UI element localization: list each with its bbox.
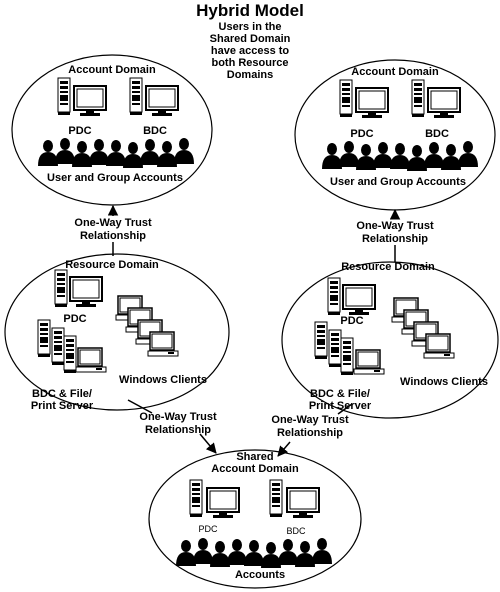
bdc-label: Print Server bbox=[309, 400, 372, 412]
bdc-label: Print Server bbox=[31, 400, 94, 412]
resource-domain-right: Resource Domain PDC BDC & File/ Print Se… bbox=[281, 261, 499, 419]
monitor-icon bbox=[145, 85, 179, 117]
users-icon bbox=[322, 141, 478, 171]
workstation-icon bbox=[147, 331, 179, 357]
server-icon bbox=[340, 337, 354, 376]
bdc-server-icon bbox=[411, 79, 425, 118]
bdc-server-icon bbox=[269, 479, 283, 518]
users-icon bbox=[38, 138, 194, 168]
server-icon bbox=[328, 329, 342, 368]
bdc-label: BDC bbox=[286, 526, 306, 536]
bdc-server-icon bbox=[129, 77, 143, 116]
monitor-icon bbox=[427, 87, 461, 119]
trust-label: Relationship bbox=[362, 233, 428, 245]
pdc-server-icon bbox=[327, 277, 341, 316]
pdc-label: PDC bbox=[198, 524, 218, 534]
account-domain-label: Account Domain bbox=[351, 66, 439, 78]
subtitle-line: Domains bbox=[227, 69, 273, 81]
resource-domain-label: Resource Domain bbox=[341, 261, 435, 273]
server-icon bbox=[37, 319, 51, 358]
pdc-server-icon bbox=[54, 269, 68, 308]
account-domain-label: Account Domain bbox=[68, 64, 156, 76]
shared-account-domain: Shared Account Domain PDC BDC Accounts bbox=[148, 449, 362, 589]
monitor-icon bbox=[69, 276, 103, 308]
resource-domain-label: Resource Domain bbox=[65, 259, 159, 271]
pdc-server-icon bbox=[189, 479, 203, 518]
shared-domain-label: Shared bbox=[236, 451, 273, 463]
pdc-label: PDC bbox=[68, 125, 91, 137]
trust-label: One-Way Trust bbox=[271, 414, 349, 426]
monitor-icon bbox=[206, 487, 240, 519]
trust-arrow-bottom-left: One-Way Trust Relationship bbox=[127, 399, 217, 454]
resource-domain-left: Resource Domain PDC BDC & File/ Print Se… bbox=[4, 253, 230, 412]
trust-label: One-Way Trust bbox=[356, 220, 434, 232]
workstation-icon bbox=[353, 349, 385, 375]
monitor-icon bbox=[355, 87, 389, 119]
trust-label: One-Way Trust bbox=[139, 411, 217, 423]
pdc-label: PDC bbox=[350, 128, 373, 140]
users-label: User and Group Accounts bbox=[47, 172, 183, 184]
pdc-server-icon bbox=[339, 79, 353, 118]
bdc-label: BDC & File/ bbox=[310, 388, 370, 400]
subtitle-line: Shared Domain bbox=[210, 33, 291, 45]
trust-label: Relationship bbox=[277, 427, 343, 439]
accounts-label: Accounts bbox=[235, 569, 285, 581]
server-icon bbox=[314, 321, 328, 360]
bdc-label: BDC & File/ bbox=[32, 388, 92, 400]
subtitle-line: have access to bbox=[211, 45, 290, 57]
bdc-label: BDC bbox=[425, 128, 449, 140]
pdc-label: PDC bbox=[63, 313, 86, 325]
pdc-server-icon bbox=[57, 77, 71, 116]
clients-label: Windows Clients bbox=[119, 374, 207, 386]
account-domain-right: Account Domain PDC BDC User and Group Ac… bbox=[294, 59, 496, 211]
users-label: User and Group Accounts bbox=[330, 176, 466, 188]
diagram-subtitle: Users in the Shared Domain have access t… bbox=[210, 21, 291, 81]
trust-label: Relationship bbox=[80, 230, 146, 242]
account-domain-left: Account Domain PDC BDC User and Group Ac… bbox=[11, 54, 213, 206]
workstation-icon bbox=[75, 347, 107, 373]
bdc-label: BDC bbox=[143, 125, 167, 137]
trust-arrow-bottom-right: One-Way Trust Relationship bbox=[271, 403, 353, 457]
clients-label: Windows Clients bbox=[400, 376, 488, 388]
subtitle-line: both Resource bbox=[211, 57, 288, 69]
subtitle-line: Users in the bbox=[219, 21, 282, 33]
monitor-icon bbox=[342, 284, 376, 316]
monitor-icon bbox=[286, 487, 320, 519]
users-icon bbox=[176, 538, 332, 568]
workstation-icon bbox=[423, 333, 455, 359]
trust-label: One-Way Trust bbox=[74, 217, 152, 229]
server-icon bbox=[51, 327, 65, 366]
trust-arrow-top-left: One-Way Trust Relationship bbox=[74, 204, 152, 256]
trust-arrow-top-right: One-Way Trust Relationship bbox=[356, 208, 434, 262]
server-icon bbox=[63, 335, 77, 374]
diagram-title: Hybrid Model bbox=[196, 1, 304, 20]
pdc-label: PDC bbox=[340, 315, 363, 327]
monitor-icon bbox=[73, 85, 107, 117]
trust-label: Relationship bbox=[145, 424, 211, 436]
shared-domain-label: Account Domain bbox=[211, 463, 299, 475]
